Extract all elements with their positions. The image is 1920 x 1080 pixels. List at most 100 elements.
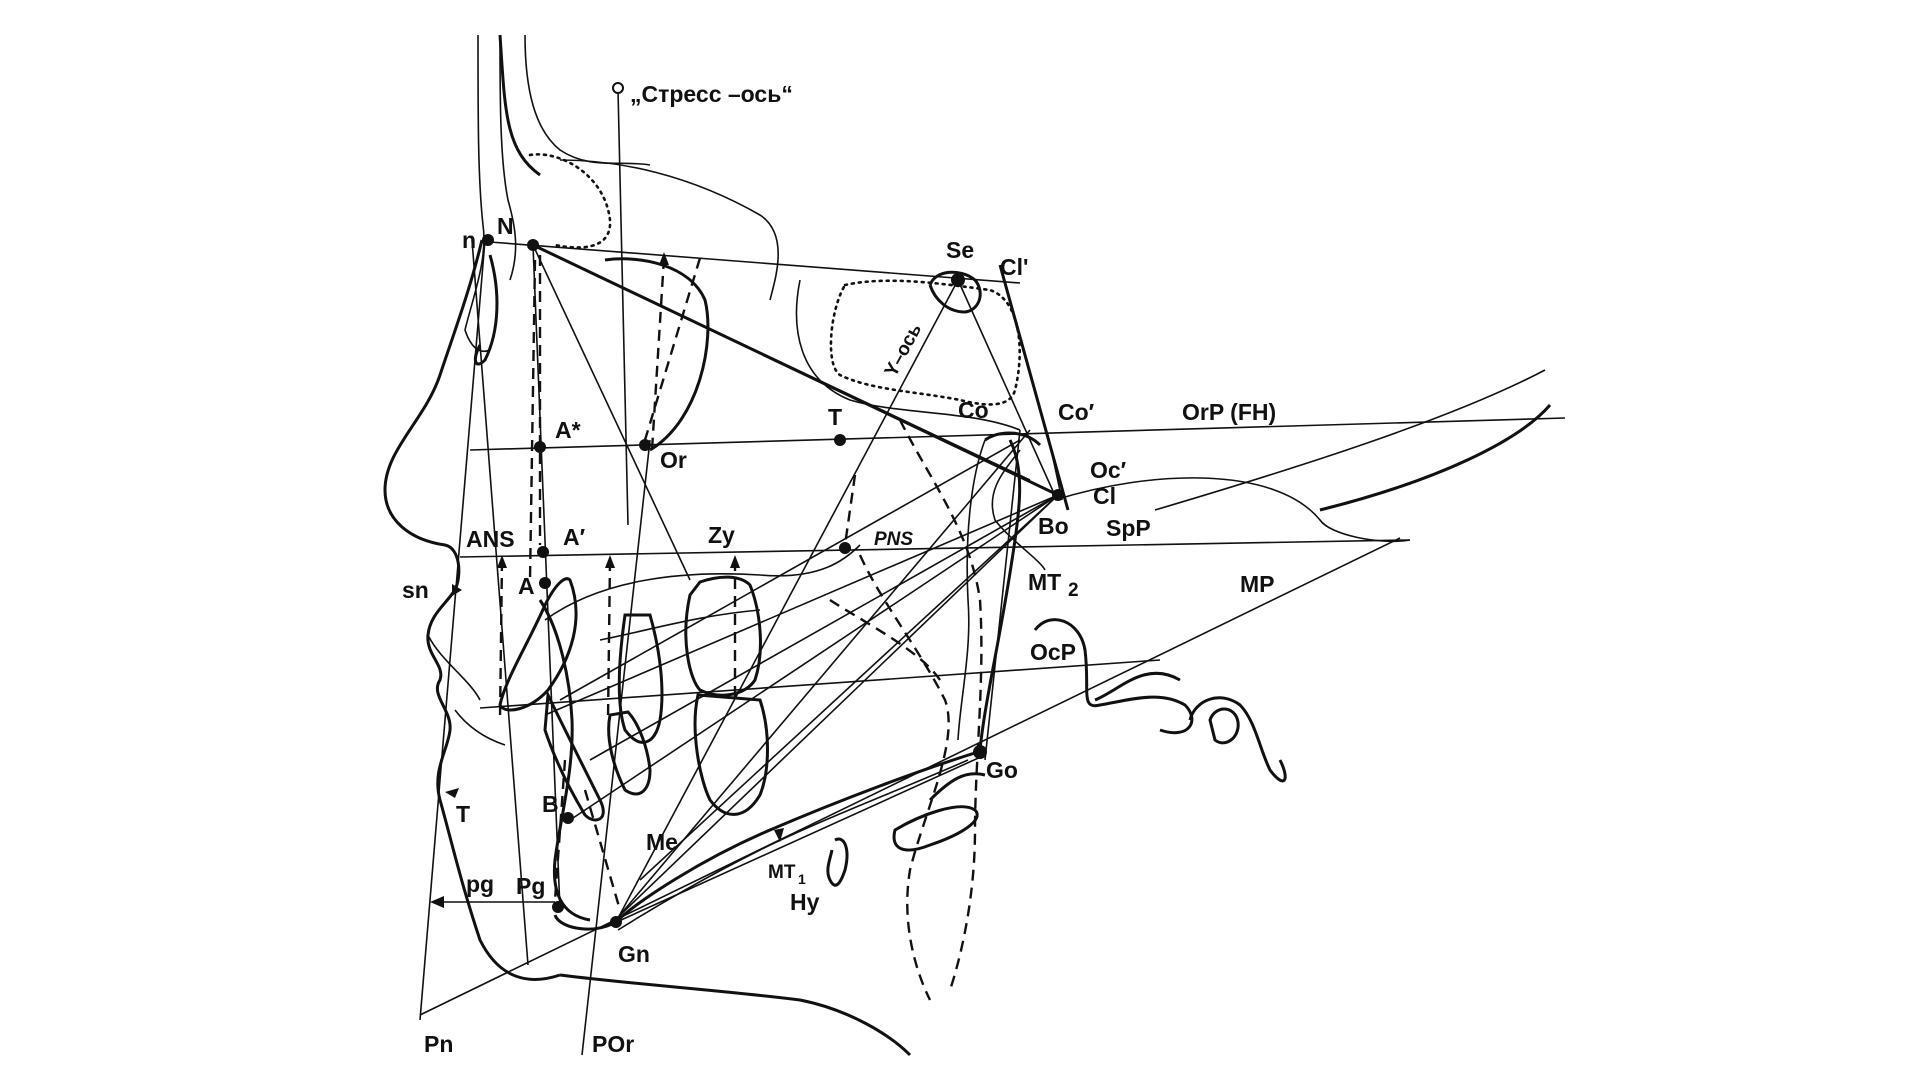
a-arrow-dashed: [606, 559, 612, 721]
arrowhead-pg: [430, 896, 444, 908]
label-MT1-sub: 1: [798, 871, 806, 887]
point-Go: [973, 745, 987, 759]
n-gn-line: [532, 244, 1031, 481]
label-Hy: Hy: [790, 889, 820, 915]
cl-line: [998, 264, 1070, 511]
stress-axis-line: [617, 89, 629, 526]
cervical-line: [1094, 671, 1181, 702]
maxilla-outline: [544, 544, 861, 621]
occipital-inner: [1319, 404, 1552, 512]
a-star-dashed: [528, 259, 537, 581]
se-go-line: [957, 279, 1058, 501]
label-y-axis: Y–ось: [881, 320, 926, 380]
label-POr: POr: [592, 1031, 634, 1057]
lower-dashed-1: [553, 759, 567, 901]
point-PNS: [839, 542, 851, 554]
arrowhead-t: [445, 788, 459, 798]
label-MT1: MT: [768, 862, 796, 883]
stress-axis-marker: [612, 82, 624, 94]
anatomical-contours: [383, 34, 1552, 1057]
label-stress-axis: „Стресс –ось“: [630, 81, 793, 107]
frontal-sinus-edge: [498, 34, 541, 177]
label-Cl: Cl: [1093, 483, 1116, 509]
bo-fan-7: [559, 439, 1021, 701]
mandibular-tangent-mt1: [609, 754, 986, 926]
label-N: N: [497, 213, 514, 239]
orbit-rim: [604, 257, 710, 452]
upper-incisor: [498, 577, 578, 712]
point-B: [562, 812, 574, 824]
label-pg: pg: [466, 871, 494, 897]
arrowhead-a-star: [659, 252, 669, 265]
bo-fan-5: [639, 494, 1059, 881]
label-n: n: [462, 227, 476, 253]
bo-fan-4: [589, 494, 1059, 761]
point-Se: [951, 273, 965, 287]
lower-incisor: [543, 689, 605, 822]
label-Or: Or: [660, 447, 687, 473]
sella-turcica: [928, 270, 982, 314]
pharynx-posterior-wall: [898, 419, 983, 991]
ramus-anterior: [957, 439, 986, 741]
label-Pg: Pg: [516, 873, 545, 899]
ramus-posterior: [978, 439, 1022, 751]
or-dashed: [650, 257, 666, 451]
label-Se: Se: [946, 237, 974, 263]
occipital-lower: [1054, 477, 1411, 543]
label-Go: Go: [986, 757, 1018, 783]
pn-line: [419, 239, 486, 1021]
label-MT2: MT: [1028, 569, 1061, 595]
landmark-points: [482, 234, 1064, 928]
arrowhead-zy: [730, 555, 740, 568]
ramus-tangent-mt2: [984, 429, 1021, 761]
label-Bo: Bo: [1038, 513, 1069, 539]
pterygoid-dashed: [829, 599, 941, 681]
label-MP: MP: [1240, 571, 1275, 597]
reference-lines: [419, 82, 1566, 1056]
atlas-outline: [1188, 696, 1287, 783]
label-MT2-group: MT 2: [1028, 569, 1079, 601]
orbit-dotted: [528, 153, 612, 249]
label-Pn: Pn: [424, 1031, 453, 1057]
point-Gn: [610, 916, 622, 928]
label-MT2-sub: 2: [1068, 580, 1079, 601]
pns-dashed: [843, 474, 857, 546]
label-SpP: SpP: [1106, 515, 1151, 541]
point-A: [539, 577, 551, 589]
point-A-star: [534, 441, 546, 453]
point-T-upper: [834, 434, 846, 446]
n-me-line: [532, 244, 691, 581]
lip-contour: [427, 634, 481, 701]
hyoid-bone: [826, 837, 849, 887]
sella-dotted-contour: [829, 279, 1021, 406]
cranial-base-curve: [795, 279, 1021, 431]
label-Co-prime: Co′: [1058, 399, 1095, 425]
sn-line: [489, 241, 1021, 284]
arrowhead-a: [605, 555, 615, 568]
label-Oc-prime: Oc′: [1090, 457, 1127, 483]
point-n: [482, 234, 494, 246]
point-Or: [639, 439, 651, 451]
mandibular-plane-mp: [419, 537, 1401, 1016]
bo-fan-3: [614, 494, 1059, 921]
label-B: B: [542, 791, 559, 817]
epiglottis: [928, 772, 986, 802]
label-A-star: A*: [555, 417, 581, 443]
cranial-vault: [559, 159, 779, 301]
label-T-upper: T: [828, 404, 842, 430]
profile-vertical: [471, 239, 529, 966]
point-Pg: [552, 901, 564, 913]
bo-fan-1: [544, 494, 1059, 716]
label-ANS: ANS: [466, 526, 515, 552]
label-OrP: OrP (FH): [1182, 399, 1276, 425]
label-MT1-group: MT 1: [768, 862, 806, 887]
arrowhead-mt1: [774, 828, 784, 842]
palate: [599, 609, 761, 641]
upper-premolar: [617, 613, 664, 744]
ans-arrow-dashed: [498, 559, 504, 721]
label-A: A: [518, 573, 535, 599]
y-axis-line: [615, 279, 959, 923]
or-dashed-2: [643, 257, 702, 441]
arrowhead-ans: [497, 555, 507, 568]
